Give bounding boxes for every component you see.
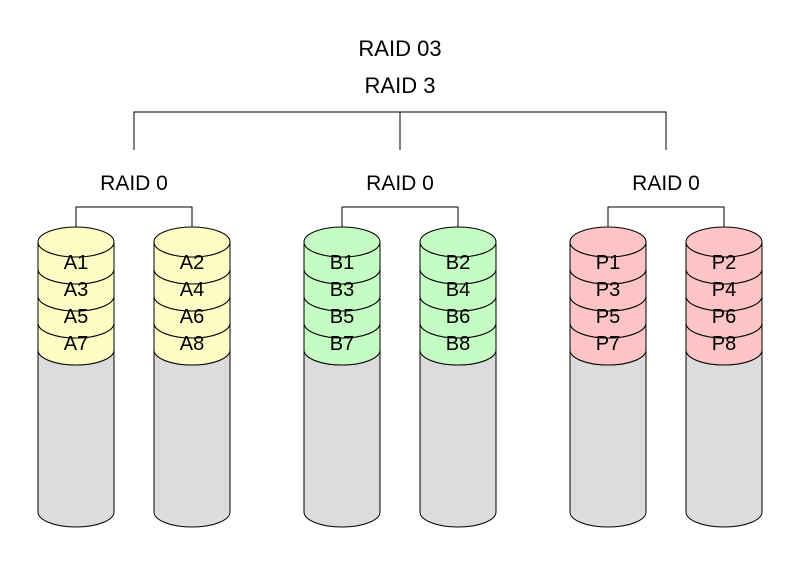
raid0-bracket [607, 206, 725, 232]
disk-top-cap [685, 226, 763, 258]
block-label: P6 [712, 306, 736, 328]
block-label: A4 [180, 279, 204, 301]
block-label: A6 [180, 306, 204, 328]
raid0-label: RAID 0 [366, 172, 434, 195]
block-label: B7 [330, 333, 354, 355]
block-label: A3 [64, 279, 88, 301]
top-level-connectors [133, 111, 667, 150]
raid0-label: RAID 0 [632, 172, 700, 195]
block-label: P4 [712, 279, 736, 301]
block-label: P3 [596, 279, 620, 301]
disk-top-cap [303, 226, 381, 258]
block-label: B3 [330, 279, 354, 301]
block-label: B8 [446, 333, 470, 355]
raid0-label: RAID 0 [100, 172, 168, 195]
block-label: B1 [330, 252, 354, 274]
disk-top-cap [569, 226, 647, 258]
disk-top-cap [37, 226, 115, 258]
disk-empty-space [685, 349, 763, 528]
disk-empty-space [303, 349, 381, 528]
block-label: A8 [180, 333, 204, 355]
block-label: B4 [446, 279, 470, 301]
block-label: A7 [64, 333, 88, 355]
inner-raid-title: RAID 3 [365, 73, 436, 98]
block-label: P5 [596, 306, 620, 328]
block-label: A2 [180, 252, 204, 274]
block-label: P2 [712, 252, 736, 274]
block-label: P8 [712, 333, 736, 355]
disk-top-cap [153, 226, 231, 258]
disk-empty-space [569, 349, 647, 528]
raid0-bracket [341, 206, 459, 232]
block-label: A5 [64, 306, 88, 328]
outer-raid-title: RAID 03 [358, 36, 441, 61]
raid0-bracket [75, 206, 193, 232]
block-label: B5 [330, 306, 354, 328]
disk-top-cap [419, 226, 497, 258]
disk-empty-space [37, 349, 115, 528]
block-label: P1 [596, 252, 620, 274]
block-label: A1 [64, 252, 88, 274]
raid3-bracket [133, 111, 667, 150]
block-label: B6 [446, 306, 470, 328]
disk-empty-space [153, 349, 231, 528]
block-label: B2 [446, 252, 470, 274]
block-label: P7 [596, 333, 620, 355]
disk-empty-space [419, 349, 497, 528]
